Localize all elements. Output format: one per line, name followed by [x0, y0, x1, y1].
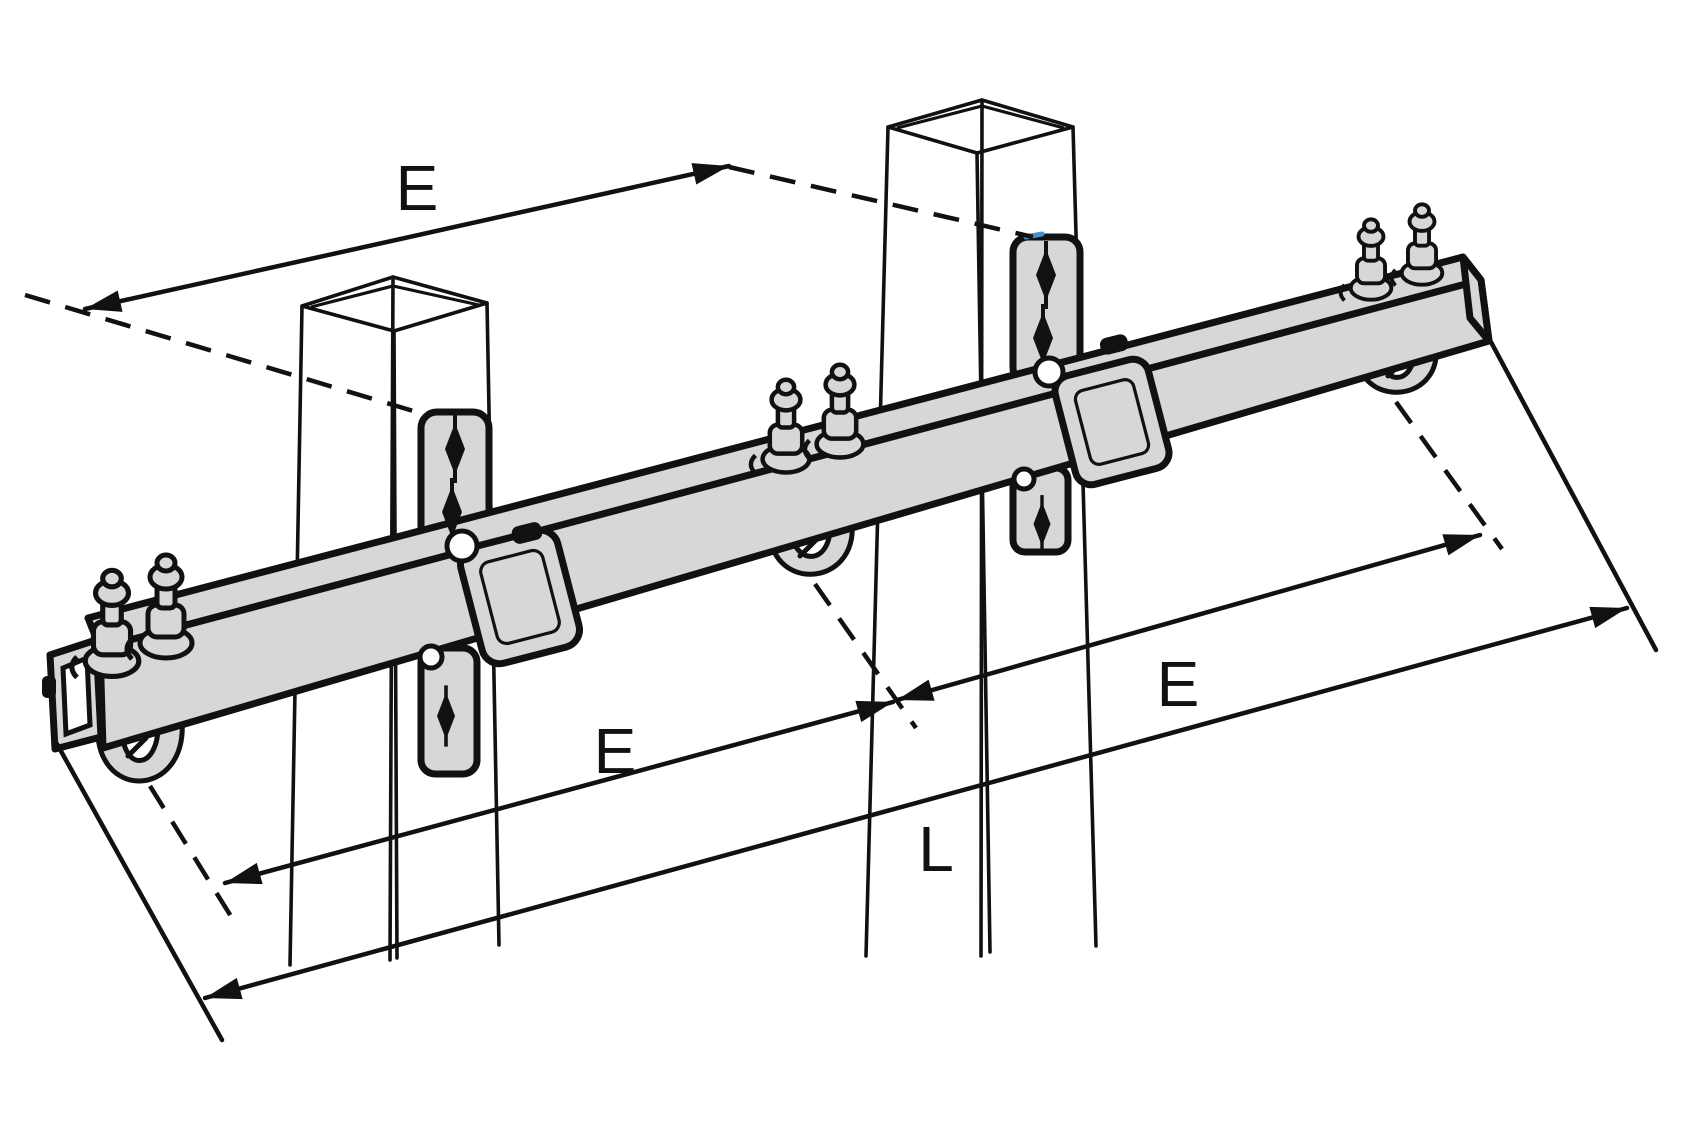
clamp-pair-right: [1338, 202, 1445, 303]
dashed-reference-lines: [24, 164, 1504, 928]
dim-label-total-l: L: [918, 813, 954, 885]
dim-line-right-e: [894, 532, 1483, 703]
dim-label-top-e: E: [396, 152, 439, 224]
dim-line-top-e: [82, 163, 732, 312]
bracket-left-saddle: [457, 526, 583, 668]
dim-line-total-l: [202, 605, 1630, 1001]
bracket-right-hardware: [1011, 231, 1129, 555]
dim-line-bottom-e: [222, 699, 896, 886]
extension-lines: [54, 339, 1659, 1043]
bracket-left-hardware: [417, 413, 543, 749]
clamp-pair-middle: [751, 365, 864, 474]
dim-label-bottom-e: E: [594, 715, 637, 787]
dim-label-right-e: E: [1157, 648, 1200, 720]
bracket-right-saddle: [1051, 355, 1173, 489]
crossarm-beam: [42, 253, 1493, 753]
